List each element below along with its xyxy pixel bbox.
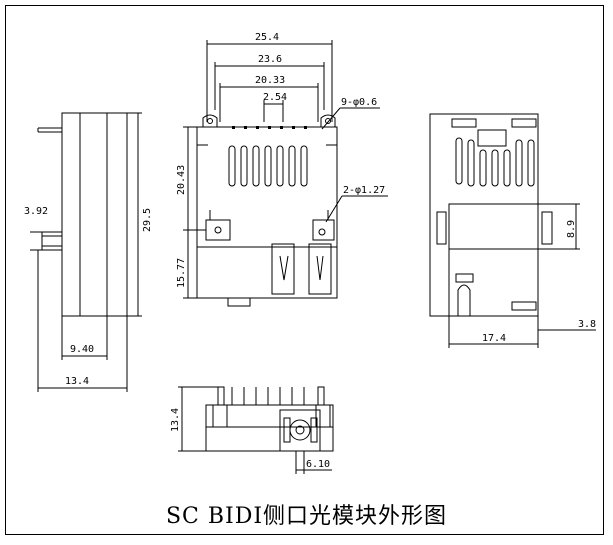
dim-top-h2: 15.77 [176,258,187,288]
side-view [30,112,142,392]
drawing-frame [5,5,604,535]
top-view [183,40,388,307]
dim-side-height: 29.5 [142,208,153,232]
dim-top-h1: 20.43 [176,165,187,195]
front-body [205,404,334,452]
mount-post-right [312,219,335,241]
dim-front-h: 13.4 [170,408,181,432]
mount-post-left [205,219,231,241]
sc-port-right [308,243,332,295]
drawing-caption: SC BIDI侧口光模块外形图 [165,504,448,529]
dim-back-h: 8.9 [566,220,577,238]
dim-side-total-w: 13.4 [65,376,89,387]
dim-front-port: 6.10 [306,459,330,470]
side-port [41,231,63,251]
dim-back-w: 17.4 [482,333,506,344]
front-sc-port [279,409,321,452]
back-view [429,113,596,348]
dim-top-pitch: 2.54 [263,92,287,103]
back-optical-block [448,203,539,250]
side-body [61,112,128,317]
dim-top-w1: 25.4 [255,32,279,43]
dim-side-pin: 3.92 [24,206,48,217]
dim-top-w3: 20.33 [255,75,285,86]
sc-port-left [271,243,295,295]
front-view [178,386,334,474]
dim-side-body-w: 9.40 [70,344,94,355]
back-vents [455,137,535,187]
dim-post-holes: 2-φ1.27 [343,185,385,196]
dim-back-off: 3.8 [578,319,596,330]
dim-pin-holes: 9-φ0.6 [341,97,377,108]
vent-slots [228,145,308,187]
top-body [196,126,338,299]
pin-holes [232,126,307,129]
dim-top-w2: 23.6 [258,54,282,65]
